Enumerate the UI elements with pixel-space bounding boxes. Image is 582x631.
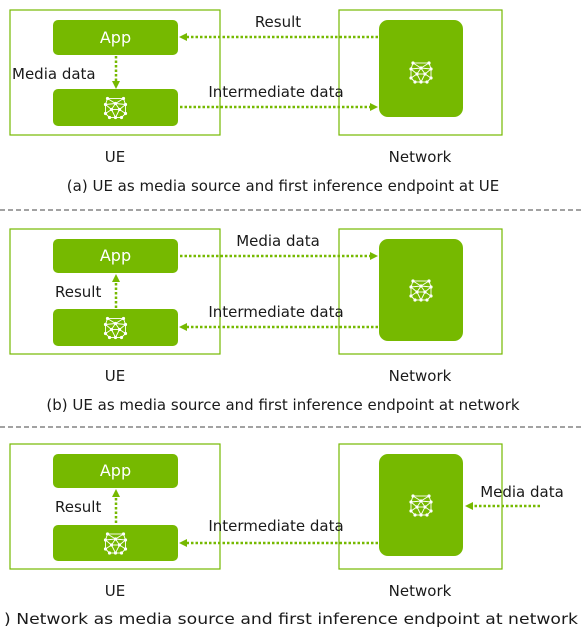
ue-container xyxy=(9,9,221,136)
panel-c: App Media data Intermediate data Result … xyxy=(4,443,578,628)
app-label: App xyxy=(100,28,131,47)
top-arrow-label: Media data xyxy=(480,483,564,501)
vertical-arrow-label: Result xyxy=(55,283,101,301)
ue-label: UE xyxy=(105,367,125,385)
app-box xyxy=(53,239,178,273)
app-label: App xyxy=(100,246,131,265)
panel-a: App Result Intermediate data Media data … xyxy=(9,9,503,195)
arrowhead xyxy=(179,33,187,41)
network-model-box xyxy=(379,454,463,556)
arrowhead xyxy=(112,489,120,497)
ue-model-box xyxy=(53,89,178,126)
middle-arrow-label: Intermediate data xyxy=(208,517,343,535)
middle-arrow-label: Intermediate data xyxy=(208,303,343,321)
vertical-arrow-label: Media data xyxy=(12,65,96,83)
network-label: Network xyxy=(389,582,452,600)
panel-b: App Media data Intermediate data Result … xyxy=(9,228,520,414)
app-label: App xyxy=(100,461,131,480)
network-container xyxy=(338,9,503,136)
middle-arrow-label: Intermediate data xyxy=(208,83,343,101)
network-label: Network xyxy=(389,148,452,166)
ue-model-box xyxy=(53,309,178,346)
network-model-box xyxy=(379,239,463,341)
arrowhead xyxy=(370,103,378,111)
caption: (b) UE as media source and first inferen… xyxy=(46,396,519,414)
caption: (a) UE as media source and first inferen… xyxy=(67,177,499,195)
arrowhead xyxy=(179,539,187,547)
arrowhead xyxy=(465,502,473,510)
arrowhead xyxy=(112,274,120,282)
ue-model-box xyxy=(53,525,178,561)
app-box xyxy=(53,454,178,488)
ue-label: UE xyxy=(105,148,125,166)
network-label: Network xyxy=(389,367,452,385)
caption: ) Network as media source and first infe… xyxy=(4,610,578,628)
arrowhead xyxy=(179,323,187,331)
vertical-arrow-label: Result xyxy=(55,498,101,516)
ue-label: UE xyxy=(105,582,125,600)
arrowhead xyxy=(112,81,120,89)
top-arrow-label: Result xyxy=(255,13,301,31)
arrowhead xyxy=(370,252,378,260)
top-arrow-label: Media data xyxy=(236,232,320,250)
ue-container xyxy=(9,443,221,570)
app-box xyxy=(53,20,178,55)
ue-container xyxy=(9,228,221,355)
network-container xyxy=(338,228,503,355)
